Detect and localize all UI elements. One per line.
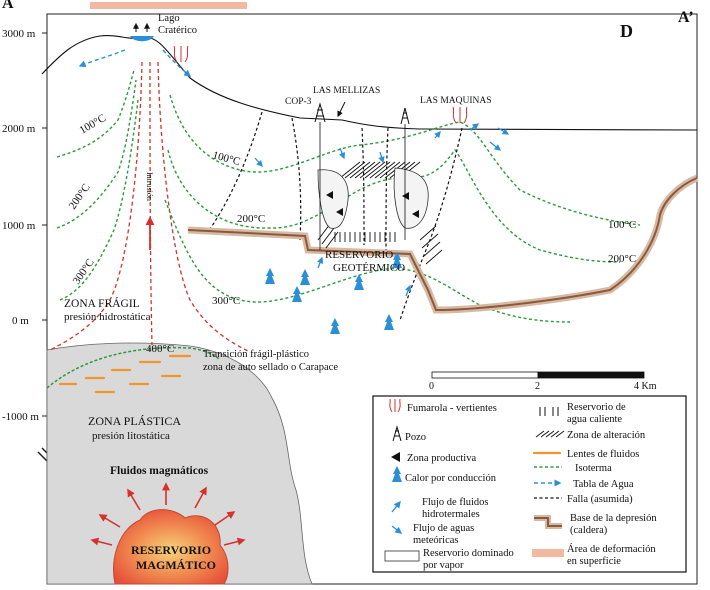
legend-hot-water-label-line1: Reservorio de [567, 402, 626, 413]
tick-label-2000: 2000 m [2, 123, 36, 135]
fluid-lenses [58, 354, 192, 394]
legend-vapor-reservoir-label-line1: Reservorio dominado [423, 548, 514, 559]
crater-lake-icon [130, 36, 154, 42]
well-maquinas-icon [400, 107, 410, 240]
plastic-zone-title: ZONA PLÁSTICA [88, 414, 181, 428]
panel-label: D [620, 21, 633, 41]
crater-steam-arrows [133, 22, 150, 32]
scale-label-2: 2 [535, 381, 540, 392]
section-start-label: A [2, 0, 14, 12]
legend-meteoric-icon [391, 525, 403, 534]
las-mellizas-label: LAS MELLIZAS [313, 86, 380, 96]
fumarole-icon [173, 45, 468, 124]
legend-alteration-icon [535, 430, 565, 438]
legend-vapor-reservoir-icon [384, 550, 420, 562]
water-table-arrows [78, 49, 192, 77]
caldera-base-halo [187, 174, 699, 314]
legend-productive-zone-icon [391, 452, 400, 462]
section-end-label: A’ [678, 9, 694, 26]
scale-label-0: 0 [429, 381, 434, 392]
legend-caldera-icon [534, 515, 562, 529]
hot-water-reservoir-marks [334, 232, 396, 242]
legend-well-label: Pozo [405, 432, 426, 443]
legend-conduction-label: Calor por conducción [405, 473, 497, 484]
brittle-zone-title: ZONA FRÁGIL [64, 296, 140, 310]
legend-caldera-label-line1: Base de la depresión [570, 513, 657, 524]
scale-label-4: 4 Km [634, 381, 657, 392]
legend-hot-water-label-line2: agua caliente [567, 414, 622, 425]
legend-fault-label: Falla (asumida) [567, 494, 633, 505]
faults [207, 111, 463, 321]
intrusion-label: Intrusión [145, 172, 154, 201]
crater-lake-label-line1: Lago [158, 13, 180, 24]
tick-label-1000: 1000 m [2, 220, 36, 232]
isotherm-label-200-left: 200°C [67, 182, 93, 212]
legend-conduction-icon [392, 466, 402, 482]
legend-deformation-label-line2: en superficie [567, 556, 621, 567]
topography-line [41, 35, 698, 131]
conduction-heat-arrows [265, 252, 402, 334]
magmatic-reservoir [113, 509, 229, 585]
geothermal-reservoir-label-line2: GEOTÉRMICO [333, 262, 405, 274]
magmatic-reservoir-label-line1: RESERVORIO [131, 543, 211, 557]
magmatic-flow-arrows [90, 482, 246, 546]
isotherm-400 [46, 346, 221, 389]
geothermal-reservoir-label-line1: RESERVORIO [325, 249, 393, 261]
legend-hydrothermal-label-line1: Flujo de fluidos [422, 497, 489, 508]
meteoric-flow-arrows [254, 123, 510, 297]
las-maquinas-label: LAS MAQUINAS [420, 96, 492, 106]
isotherms [56, 69, 641, 323]
isotherm-label-400: 400°C [146, 343, 174, 355]
caldera-base-line [187, 177, 698, 312]
isotherm-label-300-center: 300°C [212, 295, 240, 307]
legend-lens-label: Lentes de fluidos [567, 449, 639, 460]
magmatic-fluids-label: Fluidos magmáticos [110, 465, 209, 477]
alteration-zones [317, 161, 443, 265]
tick-label-3000: 3000 m [2, 28, 36, 40]
brittle-zone-subtitle: presión hidrostática [64, 311, 151, 323]
legend-well-icon [392, 425, 402, 442]
legend-meteoric-label-line1: Flujo de aguas [413, 523, 474, 534]
legend-vapor-reservoir-label-line2: por vapor [423, 560, 464, 571]
legend-hydrothermal-label-line2: hidrotermales [422, 509, 480, 520]
legend-fumarole-label: Fumarola - vertientes [407, 403, 497, 414]
tick-label-0: 0 m [12, 315, 29, 327]
isotherm-label-100-left: 100°C [78, 112, 108, 137]
legend-hot-water-reservoir-icon [539, 407, 559, 416]
crater-lake-label-line2: Cratérico [158, 25, 197, 36]
vapor-reservoir-right [393, 167, 429, 229]
transition-label-line2: zona de auto sellado o Carapace [203, 362, 338, 373]
legend-caldera-label-line2: (caldera) [570, 525, 608, 536]
legend-meteoric-label-line2: meteóricas [413, 535, 458, 546]
mellizas-pointer [337, 101, 346, 118]
legend-box [372, 395, 687, 573]
legend-fumarole-icon [389, 398, 401, 413]
well-cop3-icon [314, 102, 326, 250]
axis-ticks [42, 32, 47, 417]
isotherm-label-100-right: 100°C [608, 219, 636, 231]
productive-zone-markers [326, 191, 419, 218]
tick-label-minus-1000: -1000 m [2, 411, 39, 423]
vapor-reservoir-left [317, 169, 349, 229]
legend-water-table-label: Tabla de Agua [573, 479, 634, 490]
legend-alteration-label: Zona de alteración [567, 430, 646, 441]
transition-label-line1: Transición frágil-plástico [203, 349, 309, 360]
legend-deformation-label-line1: Área de deformación [567, 543, 656, 555]
well-cop3-label: COP-3 [285, 97, 312, 107]
deformation-area-bar [90, 2, 247, 9]
scale-bar [431, 371, 645, 379]
legend-isotherm-label: Isoterma [575, 463, 612, 474]
isotherm-label-200-center: 200°C [237, 213, 265, 225]
plastic-zone-subtitle: presión litostática [92, 430, 170, 442]
legend-deformation-icon [532, 549, 564, 557]
magmatic-reservoir-label-line2: MAGMÁTICO [136, 558, 216, 572]
magmatic-intrusion-lines [49, 61, 251, 353]
legend-productive-zone-label: Zona productiva [407, 453, 476, 464]
isotherm-label-200-right: 200°C [608, 253, 636, 265]
legend-hydrothermal-icon [391, 500, 401, 513]
